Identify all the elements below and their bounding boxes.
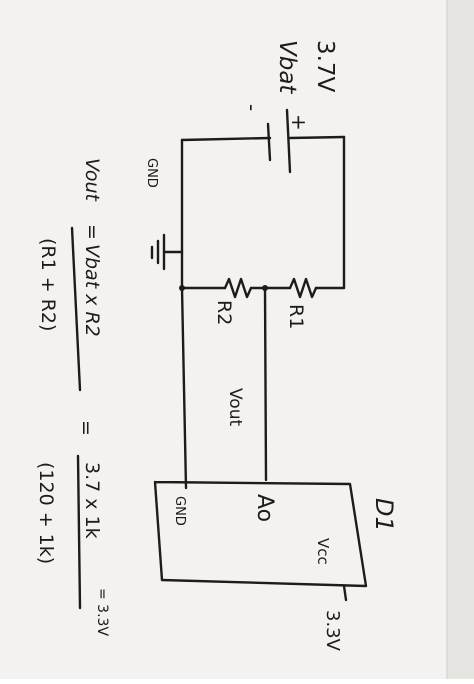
paper-edge (447, 0, 474, 679)
battery-minus-plate (266, 122, 272, 162)
chip-gnd-label: GND (172, 496, 187, 526)
junction-vout (262, 285, 268, 291)
ground-label: GND (144, 158, 159, 188)
battery-name-label: Vbat (274, 40, 300, 94)
wire-battery-right (288, 135, 346, 140)
resistor-r1 (288, 277, 318, 299)
battery-plus-plate (285, 108, 292, 174)
formula-result: = 3.3V (94, 588, 110, 636)
junction-left (179, 285, 185, 291)
fraction-line-2 (76, 454, 82, 610)
formula-numerator: Vbat x R2 (81, 244, 103, 337)
formula-lhs: Vout (81, 158, 103, 203)
battery-voltage-label: 3.7V (312, 40, 338, 93)
r2-label: R2 (213, 300, 235, 325)
chip-supply-label: 3.3V (322, 610, 343, 652)
resistor-r2 (223, 277, 253, 299)
fraction-line-1 (70, 226, 82, 392)
wire-vcc (342, 584, 348, 602)
formula-denominator-values: (120 + 1k) (35, 462, 57, 564)
wire-vout (263, 286, 268, 482)
battery-plus-label: + (287, 114, 311, 131)
wire-battery-left (180, 136, 272, 142)
chip-ao-label: Ao (252, 494, 277, 522)
chip-name-label: D1 (370, 498, 398, 532)
formula-denominator: (R1 + R2) (37, 238, 59, 331)
wire-to-chip-gnd (180, 286, 188, 490)
formula-equals-2: = (75, 420, 97, 436)
r1-label: R1 (285, 304, 307, 329)
vout-label: Vout (225, 388, 245, 426)
chip-vcc-label: Vcc (314, 538, 332, 565)
battery-minus-label: - (240, 104, 264, 111)
chip-outline (153, 480, 368, 588)
formula-equals: = (81, 224, 103, 240)
formula-numerator-values: 3.7 x 1k (81, 462, 103, 539)
